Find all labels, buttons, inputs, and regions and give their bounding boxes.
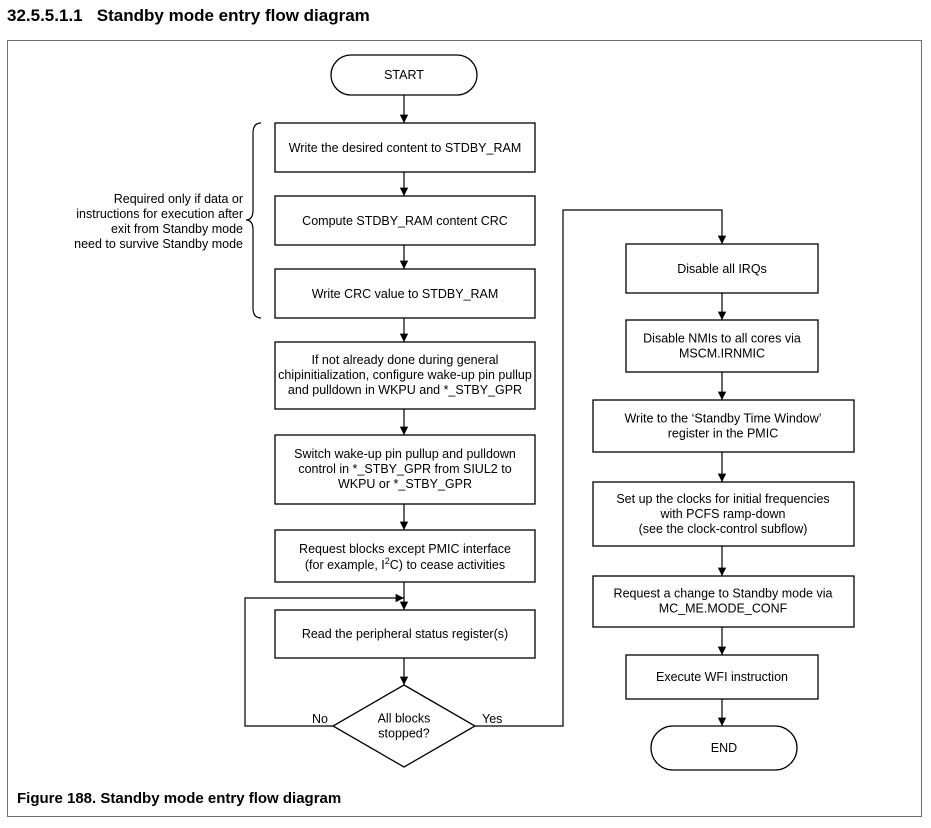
figure-frame [7,40,922,817]
configure-wakeup-label-line: If not already done during general [312,353,499,367]
connector-no-loop [244,593,404,727]
compute-crc-box [274,195,536,246]
brace-note-line: Required only if data or [114,192,243,206]
request-change-label-line: Request a change to Standby mode via [614,587,833,601]
configure-wakeup-box [274,341,536,410]
compute-crc-label-line: Compute STDBY_RAM content CRC [302,214,508,228]
setup-clocks-label-line: with PCFS ramp-down [659,507,785,521]
request-blocks-superscript: 2 [385,556,390,566]
switch-wakeup-label-line: WKPU or *_STBY_GPR [338,477,472,491]
execute-wfi-box [625,654,819,700]
start-terminal [330,54,478,96]
decision-diamond [331,684,477,768]
setup-clocks-label-line: (see the clock-control subflow) [639,522,808,536]
node-labels: START Write the desired content to STDBY_… [74,68,832,755]
start-label-line: START [384,68,424,82]
decision-label-line: stopped? [378,727,429,741]
request-blocks-label-line: Request blocks except PMIC interface [299,542,511,556]
setup-clocks-label-line: Set up the clocks for initial frequencie… [616,492,829,506]
read-status-box [274,609,536,659]
connectors [244,95,727,727]
connector-yes-branch [475,209,727,727]
disable-irqs-label-line: Disable all IRQs [677,262,767,276]
write-stdby-ram-label-line: Write the desired content to STDBY_RAM [289,141,522,155]
configure-wakeup-label-line: chipinitialization, configure wake-up pi… [278,368,532,382]
request-change-box [592,575,855,628]
configure-wakeup-label-line: and pulldown in WKPU and *_STBY_GPR [288,383,522,397]
write-window-box [592,399,855,453]
section-heading: Standby mode entry flow diagram [96,6,370,25]
read-status-label-line: Read the peripheral status register(s) [302,627,508,641]
branch-yes-label: Yes [482,712,502,726]
disable-nmis-label-line: MSCM.IRNMIC [679,347,765,361]
request-blocks-box [274,529,536,583]
branch-no-label: No [312,712,328,726]
section-title: 32.5.5.1.1 Standby mode entry flow diagr… [7,6,370,26]
request-blocks-suffix: C) to cease activities [390,558,505,572]
write-window-label-line: register in the PMIC [668,427,778,441]
disable-nmis-label-line: Disable NMIs to all cores via [643,332,801,346]
execute-wfi-label-line: Execute WFI instruction [656,670,788,684]
brace [245,122,262,319]
request-blocks-prefix: (for example, I [305,558,385,572]
decision-label-line: All blocks [378,712,431,726]
brace-note-line: instructions for execution after [76,207,243,221]
figure-caption: Figure 188. Standby mode entry flow diag… [17,790,342,807]
request-blocks-label-line-2: (for example, I2C) to cease activities [305,556,505,572]
request-change-label-line: MC_ME.MODE_CONF [659,602,788,616]
write-window-label-line: Write to the ‘Standby Time Window’ [624,412,821,426]
disable-nmis-box [625,319,819,373]
switch-wakeup-label-line: control in *_STBY_GPR from SIUL2 to [298,462,511,476]
end-terminal [650,725,798,771]
write-stdby-ram-box [274,122,536,173]
write-crc-box [274,268,536,319]
switch-wakeup-box [274,434,536,505]
end-label-line: END [711,741,737,755]
brace-note-line: exit from Standby mode [111,222,243,236]
disable-irqs-box [625,243,819,294]
switch-wakeup-label-line: Switch wake-up pin pullup and pulldown [294,447,516,461]
setup-clocks-box [592,481,855,547]
brace-note-line: need to survive Standby mode [74,237,243,251]
write-crc-label-line: Write CRC value to STDBY_RAM [312,287,499,301]
section-number: 32.5.5.1.1 [7,6,83,25]
